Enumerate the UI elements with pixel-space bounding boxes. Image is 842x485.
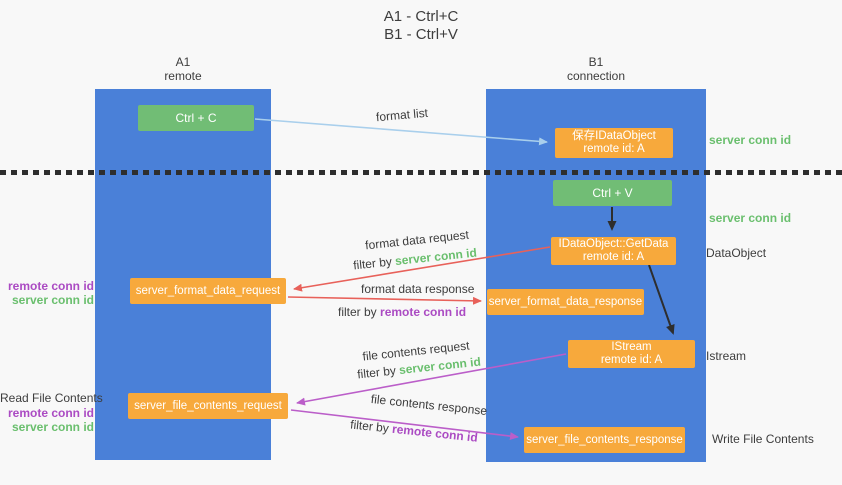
file-contents-response-arrow xyxy=(290,409,519,441)
server-conn-id-left-2: server conn id xyxy=(11,420,94,434)
getdata-to-istream-arrow xyxy=(648,264,675,335)
remote-conn-id-left-1: remote conn id xyxy=(7,279,94,293)
getdata-node: IDataObject::GetData remote id: A xyxy=(551,237,676,265)
istream-side-label: Istream xyxy=(706,349,747,363)
format-data-request-arrow xyxy=(293,246,551,292)
getdata-line1: IDataObject::GetData xyxy=(558,238,669,250)
ctrl-v-node: Ctrl + V xyxy=(553,180,672,206)
read-file-contents-label: Read File Contents xyxy=(0,391,103,405)
server-file-contents-response-node: server_file_contents_response xyxy=(524,427,685,453)
remote-conn-id-left-2: remote conn id xyxy=(7,406,94,420)
dataobject-side-label: DataObject xyxy=(706,246,767,260)
server-file-contents-request-node: server_file_contents_request xyxy=(128,393,288,419)
file-contents-request-arrow xyxy=(296,353,567,406)
title-line-1: A1 - Ctrl+C xyxy=(383,8,459,25)
title-line-2: B1 - Ctrl+V xyxy=(384,26,458,43)
server-conn-id-left-1: server conn id xyxy=(11,293,94,307)
server-format-data-response-label: server_format_data_response xyxy=(488,295,643,308)
format-data-response-label: format data response xyxy=(361,282,475,296)
server-file-contents-request-label: server_file_contents_request xyxy=(134,399,282,412)
save-dataobject-line1: 保存IDataObject xyxy=(572,130,656,142)
column-b1-name: B1 xyxy=(588,55,604,69)
save-dataobject-node: 保存IDataObject remote id: A xyxy=(555,128,673,158)
save-dataobject-line2: remote id: A xyxy=(583,143,645,155)
ctrl-v-label: Ctrl + V xyxy=(592,185,633,200)
istream-node: IStream remote id: A xyxy=(568,340,695,368)
server-conn-id-right-1: server conn id xyxy=(709,133,792,147)
column-a1-name: A1 xyxy=(175,55,191,69)
server-format-data-response-node: server_format_data_response xyxy=(487,289,644,315)
dotted-separator-line xyxy=(0,170,842,175)
istream-line2: remote id: A xyxy=(600,354,663,366)
format-data-response-arrow xyxy=(287,296,482,305)
server-conn-id-right-2: server conn id xyxy=(709,211,792,225)
ctrl-c-label: Ctrl + C xyxy=(175,110,217,125)
column-header-b1: B1 connection xyxy=(536,55,656,83)
remote-conn-id-text: remote conn id xyxy=(380,305,467,319)
server-format-data-request-label: server_format_data_request xyxy=(135,284,281,297)
getdata-line2: remote id: A xyxy=(582,251,645,263)
server-file-contents-response-label: server_file_contents_response xyxy=(526,433,683,446)
istream-line1: IStream xyxy=(611,341,652,353)
filter-by-remote-conn-id-label-1: filter by remote conn id xyxy=(338,305,467,319)
filter-by-text: filter by xyxy=(338,305,377,319)
column-header-a1: A1 remote xyxy=(123,55,243,83)
column-b1-role: connection xyxy=(566,69,626,83)
server-format-data-request-node: server_format_data_request xyxy=(130,278,286,304)
write-file-contents-label: Write File Contents xyxy=(712,432,814,446)
ctrl-c-node: Ctrl + C xyxy=(138,105,254,131)
column-a1-role: remote xyxy=(164,69,202,83)
diagram-title: A1 - Ctrl+C B1 - Ctrl+V xyxy=(0,8,842,44)
format-list-arrow xyxy=(254,118,548,146)
